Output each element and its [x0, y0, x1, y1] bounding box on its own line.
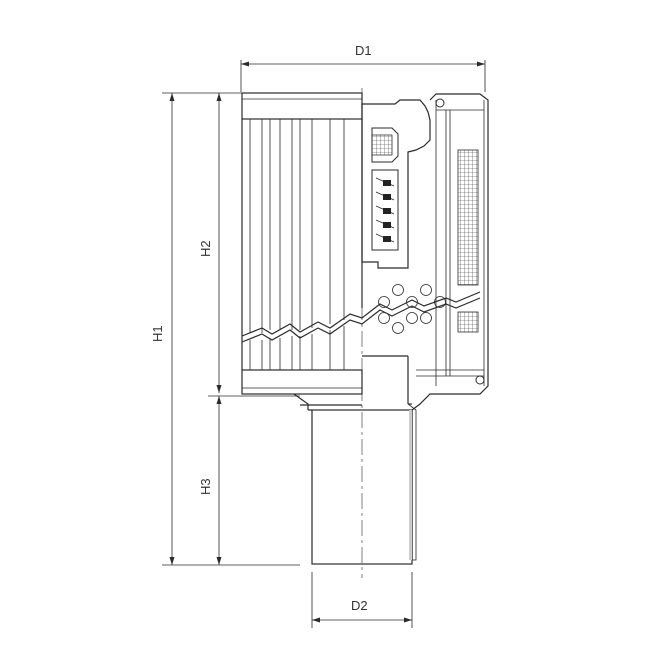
- dimension-label-h1: H1: [150, 325, 165, 342]
- dimension-label-d2: D2: [351, 598, 368, 613]
- dimension-h2: H2: [198, 93, 222, 393]
- spring: [371, 169, 399, 251]
- dimension-label-h3: H3: [198, 478, 213, 495]
- dimension-h3: H3: [198, 395, 300, 565]
- dimension-d2: D2: [311, 572, 413, 628]
- filter-body: [241, 88, 481, 578]
- dimension-h1: H1: [150, 92, 300, 566]
- dimension-label-h2: H2: [198, 240, 213, 257]
- dimension-d1: D1: [240, 43, 486, 92]
- dimension-label-d1: D1: [355, 43, 372, 58]
- perforated-tube: [378, 284, 446, 334]
- section-view: [361, 93, 489, 561]
